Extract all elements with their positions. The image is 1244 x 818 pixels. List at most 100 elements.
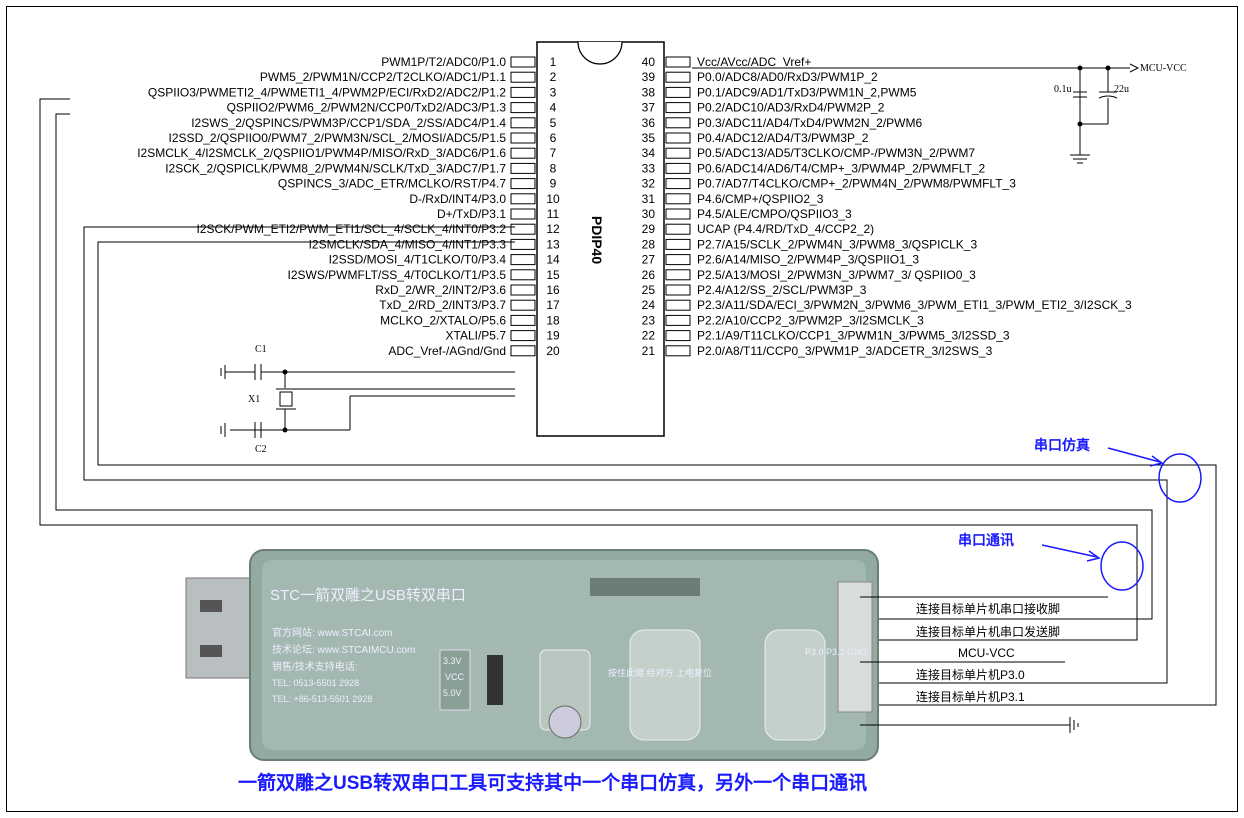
pin-box — [665, 208, 691, 220]
pin-left-5: 5I2SWS_2/QSPINCS/PWM3P/CCP1/SDA_2/SS/ADC… — [191, 116, 556, 130]
arrow-icon — [1129, 63, 1140, 73]
usb-tool: STC一箭双雕之USB转双串口 官方网站: www.STCAI.com 技术论坛… — [185, 549, 879, 761]
pin-box — [510, 330, 536, 342]
pin-number: 15 — [546, 268, 560, 282]
pin-box — [510, 162, 536, 174]
usb-forum: 技术论坛: www.STCAIMCU.com — [272, 643, 415, 656]
annotations: 串口仿真 串口通讯 — [958, 437, 1202, 591]
pin-number: 14 — [546, 253, 560, 267]
crystal-can-2 — [629, 629, 701, 741]
usb-phone1: TEL: 0513-5501 2928 — [272, 678, 359, 688]
pin-box — [510, 193, 536, 205]
emulation-ellipse — [1158, 453, 1202, 503]
ground-icon — [1070, 154, 1090, 164]
pin-box — [665, 56, 691, 68]
pin-label: PWM5_2/PWM1N/CCP2/T2CLKO/ADC1/P1.1 — [260, 70, 506, 84]
pin-label: P0.7/AD7/T4CLKO/CMP+_2/PWM4N_2/PWM8/PWMF… — [697, 177, 1016, 191]
pin-label: UCAP (P4.4/RD/TxD_4/CCP2_2) — [697, 222, 874, 236]
pin-box — [665, 147, 691, 159]
pin-number: 39 — [642, 70, 656, 84]
pin-box — [665, 193, 691, 205]
pin-label: QSPIIO3/PWMETI2_4/PWMETI1_4/PWM2P/ECI/Rx… — [148, 85, 506, 99]
pin-label: P0.6/ADC14/AD6/T4/CMP+_3/PWM4P_2/PWMFLT_… — [697, 161, 986, 175]
pin-number: 34 — [642, 146, 656, 160]
pin-number: 37 — [642, 101, 656, 115]
pin-box — [665, 71, 691, 83]
pin-box — [665, 254, 691, 266]
pin-number: 9 — [550, 177, 557, 191]
pin-box — [665, 178, 691, 190]
reset-button[interactable] — [548, 705, 582, 739]
pin-number: 3 — [550, 85, 557, 99]
usb-btn-label: 按住此键 给对方 上电复位 — [608, 667, 712, 678]
pin-label: PWM1P/T2/ADC0/P1.0 — [381, 55, 506, 69]
pin-box — [510, 254, 536, 266]
comm-ellipse — [1100, 541, 1144, 591]
pin-label: I2SCK_2/QSPICLK/PWM8_2/PWM4N/SCLK/TxD_3/… — [165, 161, 506, 175]
pin-left-19: 19 XTALI/P5.7 — [446, 329, 560, 343]
pin-number: 1 — [550, 55, 557, 69]
pin-box — [510, 102, 536, 114]
usb-vcc: VCC — [445, 672, 465, 682]
pin-label: P0.4/ADC12/AD4/T3/PWM3P_2 — [697, 131, 869, 145]
pin-label: P4.6/CMP+/QSPIIO2_3 — [697, 192, 824, 206]
pin-box — [665, 102, 691, 114]
c2-label: C2 — [255, 444, 267, 455]
usb-port-label: P3.0 P3.1 GND — [805, 647, 868, 657]
conn-line-vcc: MCU-VCC — [958, 646, 1015, 660]
pin-box — [510, 86, 536, 98]
pin-box — [665, 299, 691, 311]
pin-number: 38 — [642, 85, 656, 99]
pin-label: P2.1/A9/T11CLKO/CCP1_3/PWM1N_3/PWM5_3/I2… — [697, 329, 1010, 343]
pin-label: I2SSD_2/QSPIIO0/PWM7_2/PWM3N/SCL_2/MOSI/… — [169, 131, 507, 145]
pin-number: 13 — [546, 237, 560, 251]
pin-box — [665, 162, 691, 174]
pin-number: 11 — [547, 207, 560, 221]
pin-label: P2.5/A13/MOSI_2/PWM3N_3/PWM7_3/ QSPIIO0_… — [697, 268, 976, 282]
cap2-label: 22u — [1114, 84, 1129, 95]
voltage-jumper[interactable] — [487, 655, 503, 705]
pin-box — [510, 284, 536, 296]
pin-left-8: 8 I2SCK_2/QSPICLK/PWM8_2/PWM4N/SCLK/TxD_3… — [165, 161, 556, 175]
signal-wires — [39, 98, 1217, 706]
pin-left-6: 6I2SSD_2/QSPIIO0/PWM7_2/PWM3N/SCL_2/MOSI… — [169, 131, 557, 145]
pin-left-3: 3 QSPIIO3/PWMETI2_4/PWMETI1_4/PWM2P/ECI/R… — [148, 85, 557, 99]
crystal-can-3 — [764, 629, 826, 741]
pin-left-11: 11D+/TxD/P3.1 — [437, 207, 560, 221]
pin-label: XTALI/P5.7 — [446, 329, 507, 343]
pin-label: P2.0/A8/T11/CCP0_3/PWM1P_3/ADCETR_3/I2SW… — [697, 344, 993, 358]
c1-label: C1 — [255, 344, 267, 355]
pin-number: 12 — [546, 222, 560, 236]
usb-phone2: TEL: +86-513-5501 2928 — [272, 694, 372, 704]
pin-label: I2SWS_2/QSPINCS/PWM3P/CCP1/SDA_2/SS/ADC4… — [191, 116, 506, 130]
pin-label: Vcc/AVcc/ADC_Vref+ — [697, 55, 811, 69]
conn-line-p30: 连接目标单片机P3.0 — [916, 667, 1025, 682]
pin-label: P0.1/ADC9/AD1/TxD3/PWM1N_2,PWM5 — [697, 85, 917, 99]
conn-line-p31: 连接目标单片机P3.1 — [916, 689, 1025, 704]
pin-left-7: 7I2SMCLK_4/I2SMCLK_2/QSPIIO1/PWM4P/MISO/… — [137, 146, 556, 160]
pin-number: 19 — [546, 329, 560, 343]
pin-number: 36 — [642, 116, 656, 130]
chip-notch — [577, 41, 623, 65]
pin-label: P2.2/A10/CCP2_3/PWM2P_3/I2SMCLK_3 — [697, 313, 924, 327]
pin-label: QSPIIO2/PWM6_2/PWM2N/CCP0/TxD2/ADC3/P1.3 — [227, 101, 507, 115]
pin-number: 27 — [642, 253, 656, 267]
pin-number: 2 — [550, 70, 557, 84]
power-net: MCU-VCC 0.1u 22u — [692, 63, 1187, 164]
pin-number: 8 — [550, 161, 557, 175]
pin-box — [665, 238, 691, 250]
